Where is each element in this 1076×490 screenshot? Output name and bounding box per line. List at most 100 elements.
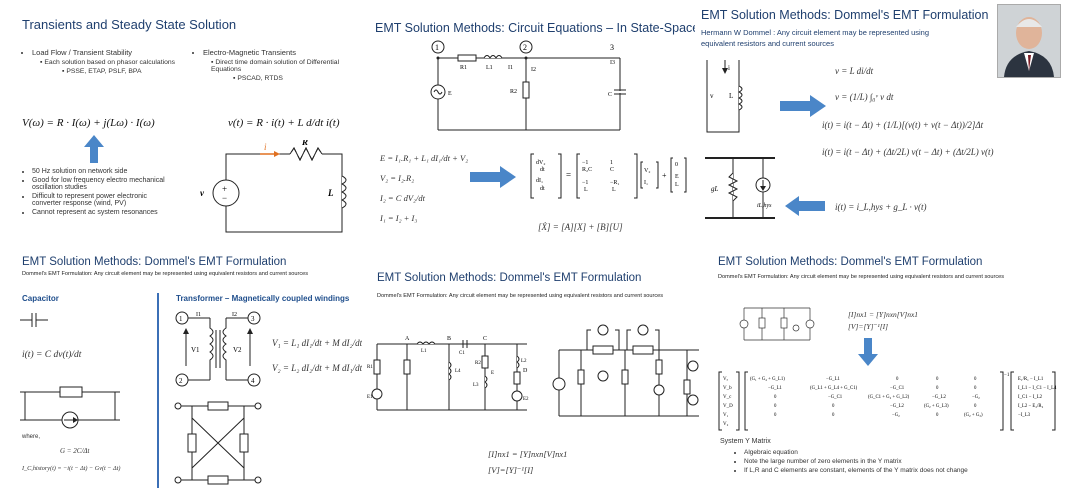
right-arrow-icon — [470, 166, 516, 188]
right-arrow-icon — [780, 95, 826, 117]
matrix-label: System Y Matrix — [720, 438, 771, 445]
list-item: Difficult to represent power electronic … — [32, 193, 172, 207]
panel-title: EMT Solution Methods: Dommel's EMT Formu… — [22, 256, 287, 268]
svg-text:dI₁: dI₁ — [536, 178, 543, 184]
svg-text:L3: L3 — [473, 383, 479, 388]
panel-title: EMT Solution Methods: Dommel's EMT Formu… — [718, 256, 983, 268]
svg-text:V_D: V_D — [723, 404, 733, 409]
svg-text:−G_L1: −G_L1 — [768, 386, 782, 391]
state-equation: E = I₁.R₁ + L₁ dI₁/dt + V₂ — [380, 153, 469, 163]
svg-text:C: C — [483, 336, 487, 342]
svg-text:0: 0 — [936, 386, 939, 391]
panel-title: EMT Solution Methods: Dommel's EMT Formu… — [701, 8, 989, 22]
svg-text:R1: R1 — [367, 365, 373, 370]
svg-text:v: v — [710, 92, 714, 100]
svg-text:0: 0 — [832, 404, 835, 409]
svg-text:1: 1 — [179, 315, 183, 323]
subtitle: Dommel's EMT Formulation: Any circuit el… — [718, 274, 1005, 280]
transformer-diagram: 1 2 3 4 V1 V2 I1 I2 — [175, 311, 261, 387]
dommel-equation: v = L di/dt — [835, 66, 874, 76]
svg-text:D: D — [523, 368, 528, 374]
limitations-list: 50 Hz solution on network side Good for … — [22, 168, 172, 218]
dommel-equation: i(t) = i_L,hys + g_L · v(t) — [835, 202, 927, 212]
svg-text:−1: −1 — [582, 180, 588, 186]
svg-text:1: 1 — [435, 43, 439, 52]
svg-text:−G_C1: −G_C1 — [828, 395, 843, 400]
panel-title: EMT Solution Methods: Circuit Equations … — [375, 21, 695, 35]
conductance-equation: G = 2C/Δt — [60, 447, 90, 455]
state-equation: I₂ = C dV₂/dt — [380, 193, 425, 203]
transformer-equation: V₂ = L₂ dI₂/dt + M dI₁/dt — [272, 363, 362, 373]
svg-text:+: + — [662, 171, 667, 180]
panel-title: EMT Solution Methods: Dommel's EMT Formu… — [377, 272, 642, 284]
svg-text:L: L — [584, 187, 588, 193]
label-v: v — [200, 188, 205, 198]
svg-text:0: 0 — [936, 377, 939, 382]
svg-text:dt: dt — [540, 167, 545, 173]
panel-dommel-cap-transformer: EMT Solution Methods: Dommel's EMT Formu… — [0, 250, 362, 490]
panel-state-space: EMT Solution Methods: Circuit Equations … — [360, 0, 695, 260]
subtitle: equivalent resistors and current sources — [701, 39, 834, 48]
svg-text:C1: C1 — [459, 351, 465, 356]
label-i: i — [264, 142, 267, 152]
svg-text:Vₐ: Vₐ — [723, 377, 729, 382]
svg-text:4: 4 — [251, 377, 255, 385]
svg-text:V2: V2 — [233, 346, 242, 354]
svg-text:(G₂ + G₃): (G₂ + G₃) — [964, 413, 983, 418]
svg-text:E1: E1 — [367, 395, 373, 400]
svg-text:2: 2 — [523, 43, 527, 52]
dommel-equation: v = (1/L) ∫₀ᵛ v dt — [835, 92, 894, 102]
left-tools: ▪ PSSE, ETAP, PSLF, BPA — [62, 68, 142, 75]
svg-text:0: 0 — [774, 404, 777, 409]
svg-text:V_c: V_c — [723, 395, 732, 400]
left-bullets: Load Flow / Transient Stability ▪ Each s… — [22, 48, 182, 75]
svg-text:−G_L1: −G_L1 — [826, 377, 840, 382]
svg-text:I1: I1 — [196, 312, 201, 318]
nodal-solution: [V]=[Y]⁻¹[I] — [488, 465, 534, 475]
svg-text:0: 0 — [832, 413, 835, 418]
rl-circuit-diagram: + − i R L v — [200, 140, 347, 233]
svg-text:I2: I2 — [232, 312, 237, 318]
transformer-equation: V₁ = L₁ dI₁/dt + M dI₂/dt — [272, 338, 362, 348]
svg-text:L: L — [675, 182, 679, 188]
svg-text:R₂C: R₂C — [582, 167, 592, 173]
svg-text:I3: I3 — [610, 60, 615, 66]
svg-text:−R₁: −R₁ — [610, 180, 619, 186]
panel-transients: Transients and Steady State Solution Loa… — [0, 0, 360, 245]
left-sub: ▪ Each solution based on phasor calculat… — [40, 59, 176, 66]
phasor-equation: V(ω) = R · I(ω) + j(Lω) · I(ω) — [22, 117, 155, 129]
subtitle: Dommel's EMT Formulation: Any circuit el… — [377, 293, 664, 299]
svg-text:0: 0 — [974, 377, 977, 382]
svg-text:L2: L2 — [521, 359, 527, 364]
thumbnail-circuit — [739, 307, 815, 341]
svg-text:E₁/R₁ − I_L1: E₁/R₁ − I_L1 — [1018, 377, 1044, 382]
svg-text:−G_C1: −G_C1 — [890, 386, 905, 391]
svg-text:I1: I1 — [508, 65, 513, 71]
svg-text:3: 3 — [610, 43, 614, 52]
svg-text:−1: −1 — [1004, 373, 1010, 378]
svg-text:i: i — [728, 64, 730, 72]
svg-text:dt: dt — [540, 186, 545, 192]
capacitor-equation: i(t) = C dv(t)/dt — [22, 350, 82, 360]
svg-text:I2: I2 — [531, 67, 536, 73]
svg-text:gL: gL — [711, 185, 719, 193]
svg-text:1: 1 — [610, 160, 613, 166]
svg-text:(G_C1 + G₂ + G_L2): (G_C1 + G₂ + G_L2) — [868, 395, 910, 400]
state-equation: I₁ = I₂ + I₃ — [380, 213, 418, 223]
capacitor-symbol — [20, 313, 48, 327]
nodal-solution: [V]=[Y]⁻¹[I] — [848, 322, 889, 331]
panel-dommel-inductor: EMT Solution Methods: Dommel's EMT Formu… — [695, 0, 1076, 255]
svg-text:R2: R2 — [510, 89, 517, 95]
panel-title: Transients and Steady State Solution — [22, 17, 237, 32]
divider — [157, 293, 159, 488]
svg-text:−: − — [222, 193, 227, 203]
svg-text:E: E — [448, 91, 452, 97]
right-bullets: Electro-Magnetic Transients ▪ Direct tim… — [193, 48, 343, 82]
up-arrow-icon — [84, 135, 104, 163]
label-r: R — [301, 140, 308, 147]
svg-text:L1: L1 — [486, 65, 493, 71]
svg-text:L1: L1 — [421, 349, 427, 354]
list-item: Algebraic equation — [744, 449, 1074, 456]
